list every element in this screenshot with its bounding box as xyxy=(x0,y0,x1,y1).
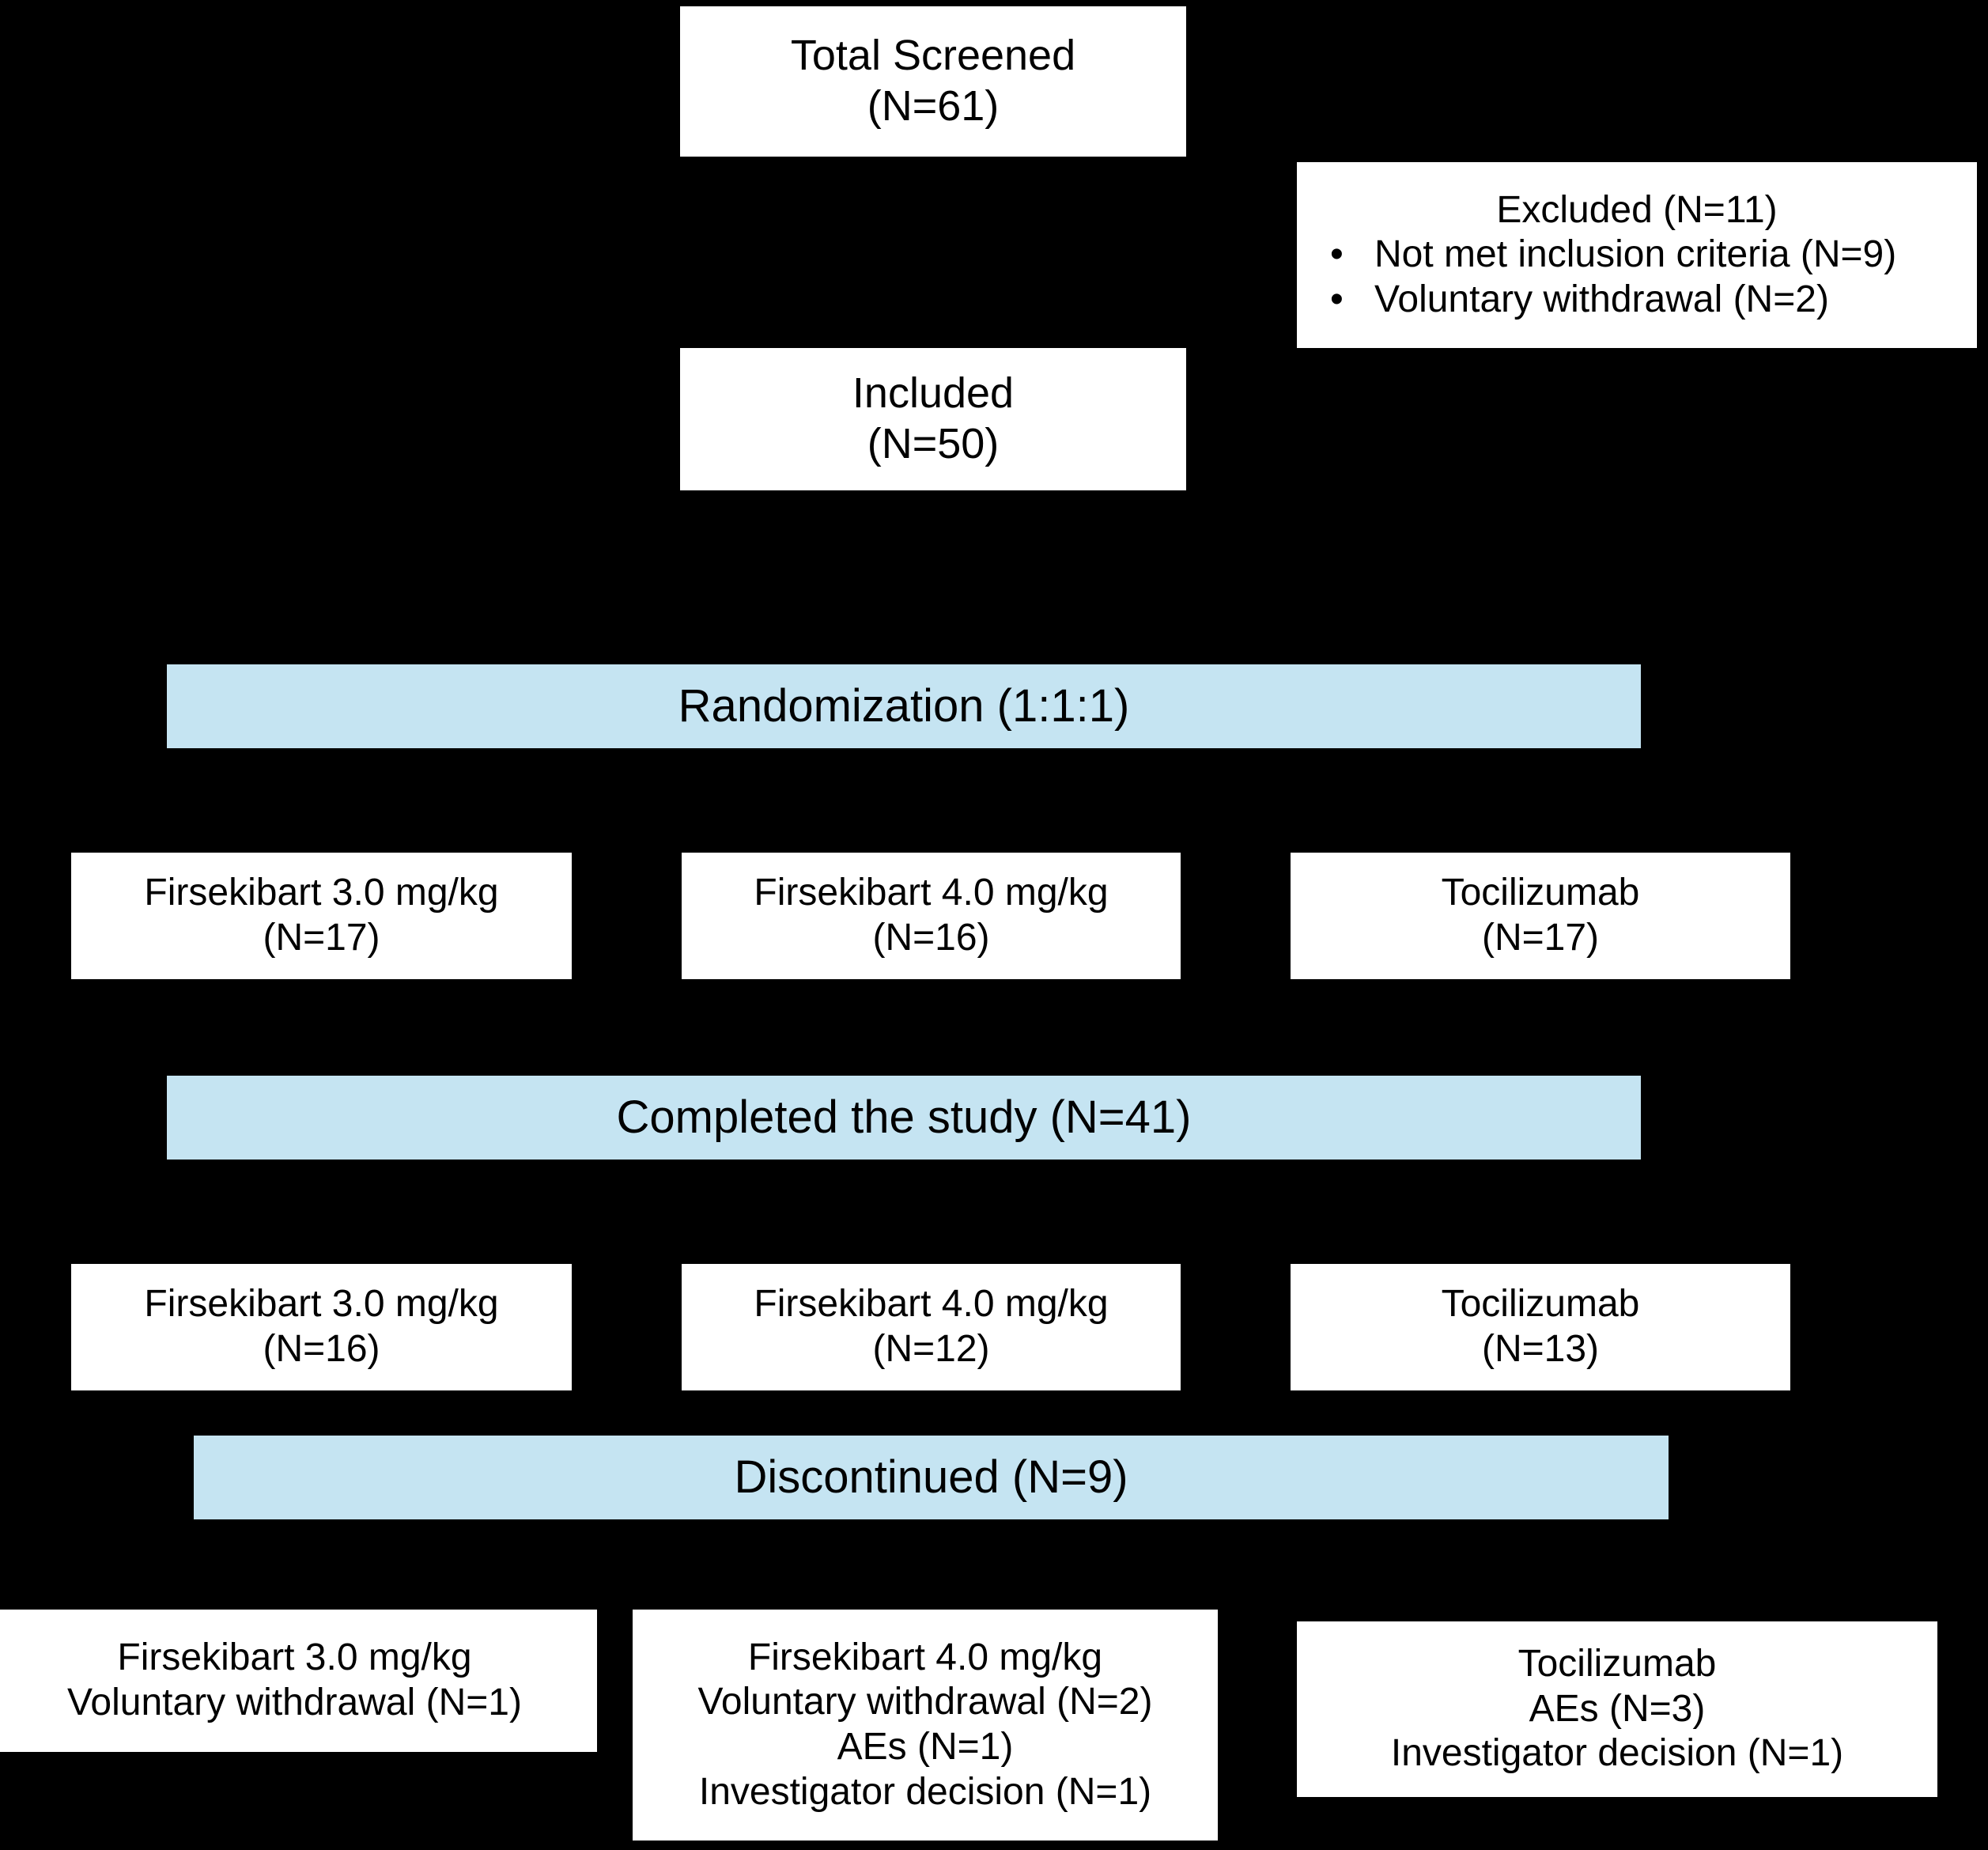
arm-count: (N=16) xyxy=(263,1328,380,1370)
node-randomized-arm-tocilizumab: Tocilizumab (N=17) xyxy=(1291,853,1790,979)
arm-reason: AEs (N=1) xyxy=(837,1726,1014,1768)
arm-name: Firsekibart 4.0 mg/kg xyxy=(747,1636,1103,1678)
arm-name: Firsekibart 4.0 mg/kg xyxy=(754,872,1109,914)
arm-reason: AEs (N=3) xyxy=(1529,1687,1706,1730)
included-title: Included xyxy=(852,369,1015,418)
excluded-reason-text: Voluntary withdrawal (N=2) xyxy=(1374,278,1829,320)
node-randomized-arm-firsekibart-4mg: Firsekibart 4.0 mg/kg (N=16) xyxy=(682,853,1181,979)
node-included: Included (N=50) xyxy=(680,348,1186,490)
node-completed-arm-firsekibart-4mg: Firsekibart 4.0 mg/kg (N=12) xyxy=(682,1264,1181,1390)
arm-name: Tocilizumab xyxy=(1441,872,1640,914)
node-discontinued-arm-firsekibart-4mg: Firsekibart 4.0 mg/kg Voluntary withdraw… xyxy=(633,1610,1218,1841)
arm-count: (N=13) xyxy=(1481,1328,1600,1370)
arm-name: Firsekibart 3.0 mg/kg xyxy=(144,1283,499,1326)
arm-name: Tocilizumab xyxy=(1441,1283,1640,1326)
excluded-reason-item: • Not met inclusion criteria (N=9) xyxy=(1330,233,1977,278)
arm-count: (N=17) xyxy=(263,917,380,959)
bullet-icon: • xyxy=(1330,278,1344,320)
arm-name: Tocilizumab xyxy=(1517,1643,1717,1685)
excluded-reason-list: • Not met inclusion criteria (N=9) • Vol… xyxy=(1297,233,1977,322)
arm-name: Firsekibart 4.0 mg/kg xyxy=(754,1283,1109,1326)
discontinued-label: Discontinued (N=9) xyxy=(734,1451,1128,1503)
completed-label: Completed the study (N=41) xyxy=(616,1091,1192,1143)
arm-reason: Investigator decision (N=1) xyxy=(1390,1732,1844,1775)
arm-count: (N=16) xyxy=(872,917,990,959)
node-discontinued-arm-firsekibart-3mg: Firsekibart 3.0 mg/kg Voluntary withdraw… xyxy=(0,1610,597,1752)
included-count: (N=50) xyxy=(867,420,1000,467)
arm-count: (N=12) xyxy=(872,1328,990,1370)
excluded-heading: Excluded (N=11) xyxy=(1496,188,1778,231)
arm-reason: Voluntary withdrawal (N=2) xyxy=(697,1681,1153,1723)
node-discontinued-band: Discontinued (N=9) xyxy=(194,1436,1669,1519)
node-completed-arm-tocilizumab: Tocilizumab (N=13) xyxy=(1291,1264,1790,1390)
arm-reason: Voluntary withdrawal (N=1) xyxy=(67,1682,522,1723)
randomization-label: Randomization (1:1:1) xyxy=(678,679,1130,732)
node-completed-band: Completed the study (N=41) xyxy=(167,1076,1641,1160)
total-screened-title: Total Screened xyxy=(790,32,1076,80)
arm-count: (N=17) xyxy=(1481,917,1600,959)
excluded-reason-text: Not met inclusion criteria (N=9) xyxy=(1374,233,1897,276)
node-total-screened: Total Screened (N=61) xyxy=(680,6,1186,157)
arm-name: Firsekibart 3.0 mg/kg xyxy=(117,1636,472,1679)
node-randomization-band: Randomization (1:1:1) xyxy=(167,664,1641,748)
arm-name: Firsekibart 3.0 mg/kg xyxy=(144,872,499,914)
bullet-icon: • xyxy=(1330,233,1344,276)
arm-reason: Investigator decision (N=1) xyxy=(698,1770,1152,1813)
excluded-reason-item: • Voluntary withdrawal (N=2) xyxy=(1330,278,1977,323)
node-randomized-arm-firsekibart-3mg: Firsekibart 3.0 mg/kg (N=17) xyxy=(71,853,572,979)
node-excluded: Excluded (N=11) • Not met inclusion crit… xyxy=(1297,162,1977,348)
node-completed-arm-firsekibart-3mg: Firsekibart 3.0 mg/kg (N=16) xyxy=(71,1264,572,1390)
node-discontinued-arm-tocilizumab: Tocilizumab AEs (N=3) Investigator decis… xyxy=(1297,1621,1937,1797)
total-screened-count: (N=61) xyxy=(867,82,1000,130)
